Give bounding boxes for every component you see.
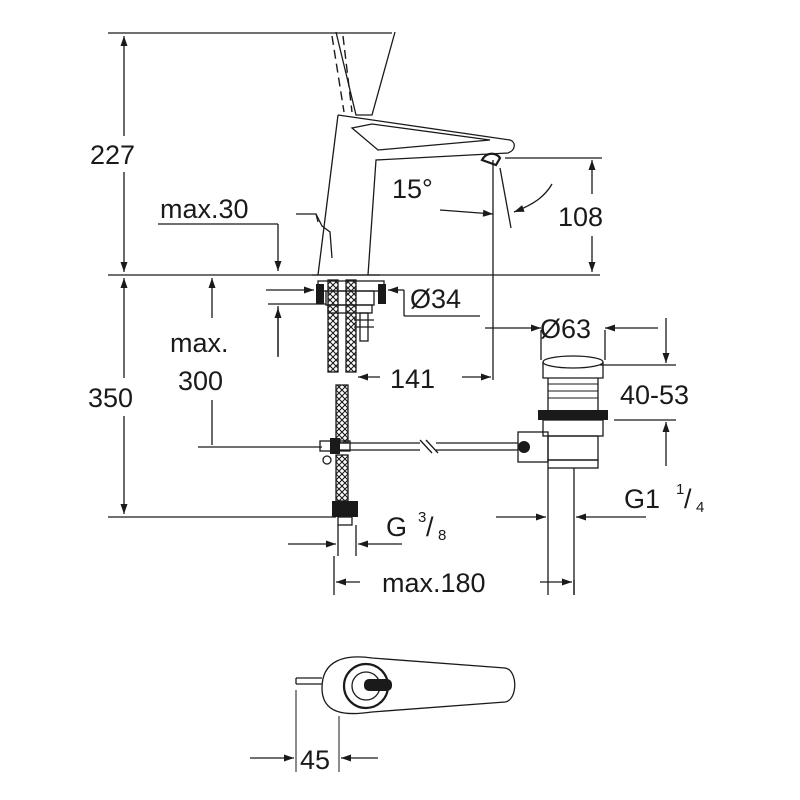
dim-angle-15-label: 15° <box>392 174 433 204</box>
faucet-top-view <box>295 656 516 772</box>
drain-rod <box>340 439 518 454</box>
dim-max-300-label-line2: 300 <box>178 366 223 396</box>
thread-g1-denominator: 4 <box>696 499 704 516</box>
dim-45-label: 45 <box>300 745 330 775</box>
dim-g1-1-4-label: G1 1 / 4 <box>624 481 704 516</box>
dim-g-3-8-label: G 3 / 8 <box>386 509 446 544</box>
dim-max-180-label: max.180 <box>382 568 486 598</box>
mounting-assembly <box>316 279 386 526</box>
thread-g1-main: G1 <box>624 484 660 514</box>
thread-g1-slash: / <box>684 484 692 514</box>
dim-108-label: 108 <box>558 202 603 232</box>
dim-max-300-label-line1: max. <box>170 328 229 358</box>
faucet-body <box>296 31 515 276</box>
dim-dia-34-label: Ø34 <box>410 284 461 314</box>
dim-max-30-label: max.30 <box>160 194 249 224</box>
thread-g-numerator: 3 <box>418 509 426 526</box>
thread-g-denominator: 8 <box>438 527 446 544</box>
dim-40-53-label: 40-53 <box>620 380 689 410</box>
popup-waste <box>517 355 608 595</box>
thread-g-slash: / <box>426 512 434 542</box>
dim-227-label: 227 <box>90 140 135 170</box>
dim-141-label: 141 <box>390 364 435 394</box>
dim-350-label: 350 <box>88 383 133 413</box>
thread-g-main: G <box>386 512 407 542</box>
dim-dia-63-label: Ø63 <box>540 314 591 344</box>
thread-g1-numerator: 1 <box>676 481 684 498</box>
dimension-lines <box>108 36 676 762</box>
